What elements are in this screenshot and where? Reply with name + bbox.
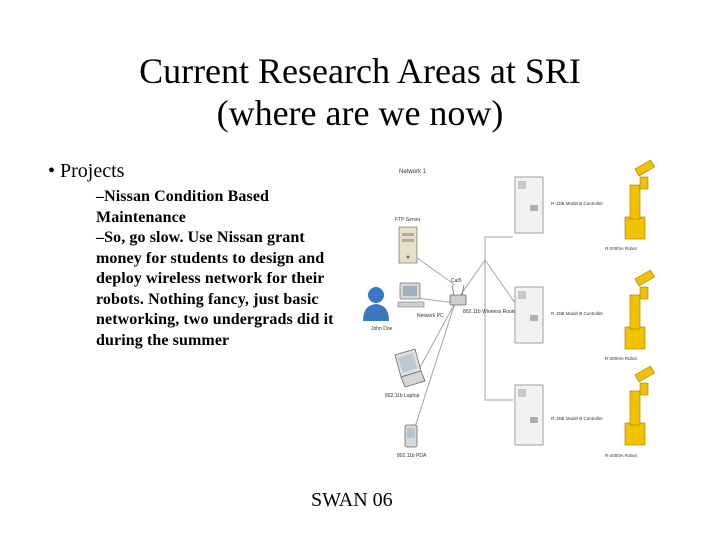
ftp-server-icon [398, 226, 418, 264]
laptop-icon [394, 348, 426, 388]
router-short-label: Cat5 [451, 278, 462, 284]
pda-label: 802.11b PDA [397, 453, 427, 459]
bullet-symbol: • [48, 160, 56, 182]
robot-arm-icon-1 [624, 159, 655, 240]
controller-cabinet-2 [514, 286, 544, 344]
wireless-router-icon [449, 284, 467, 306]
network-pc-label: Network PC [417, 313, 444, 319]
footer-label: SWAN 06 [311, 489, 393, 511]
controller-2-label: R-J3iB Model B Controller [551, 311, 604, 316]
robot-3-label: R-2000iA Robot [605, 453, 638, 458]
slide-title: Current Research Areas at SRI (where are… [60, 50, 660, 134]
robot-2-label: R-2000iA Robot [605, 356, 638, 361]
sub-bullets: –Nissan Condition Based Maintenance –So,… [96, 187, 336, 351]
robot-arm-icon-3 [624, 365, 655, 446]
network-diagram: Network 1 FTP Server John Doe Network PC… [363, 159, 655, 459]
sub-item-go-slow: –So, go slow. Use Nissan grant money for… [96, 229, 334, 349]
pda-icon [404, 424, 418, 448]
sub-item-nissan-maintenance: –Nissan Condition Based Maintenance [96, 188, 270, 226]
laptop-label: 802.11b Laptop [385, 393, 420, 399]
bullet-projects: • Projects [48, 158, 125, 184]
user-icon [363, 287, 389, 321]
network-label: Network 1 [399, 169, 427, 175]
router-label: 802.11b Wireless Router [463, 309, 518, 315]
bullet-label: Projects [60, 160, 125, 182]
controller-1-label: R-J3iB Model B Controller [551, 201, 604, 206]
user-label: John Doe [371, 326, 393, 332]
network-pc-icon [397, 282, 425, 308]
controller-cabinet-1 [514, 176, 544, 234]
slide-title-line-1: Current Research Areas at SRI [139, 51, 581, 91]
slide-title-line-2: (where are we now) [216, 93, 504, 133]
robot-1-label: R-2000iA Robot [605, 246, 638, 251]
network-connection-lines [412, 236, 516, 434]
controller-3-label: R-J3iB Model B Controller [551, 416, 604, 421]
robot-arm-icon-2 [624, 269, 655, 350]
controller-cabinet-3 [514, 384, 544, 446]
ftp-server-label: FTP Server [395, 217, 421, 223]
